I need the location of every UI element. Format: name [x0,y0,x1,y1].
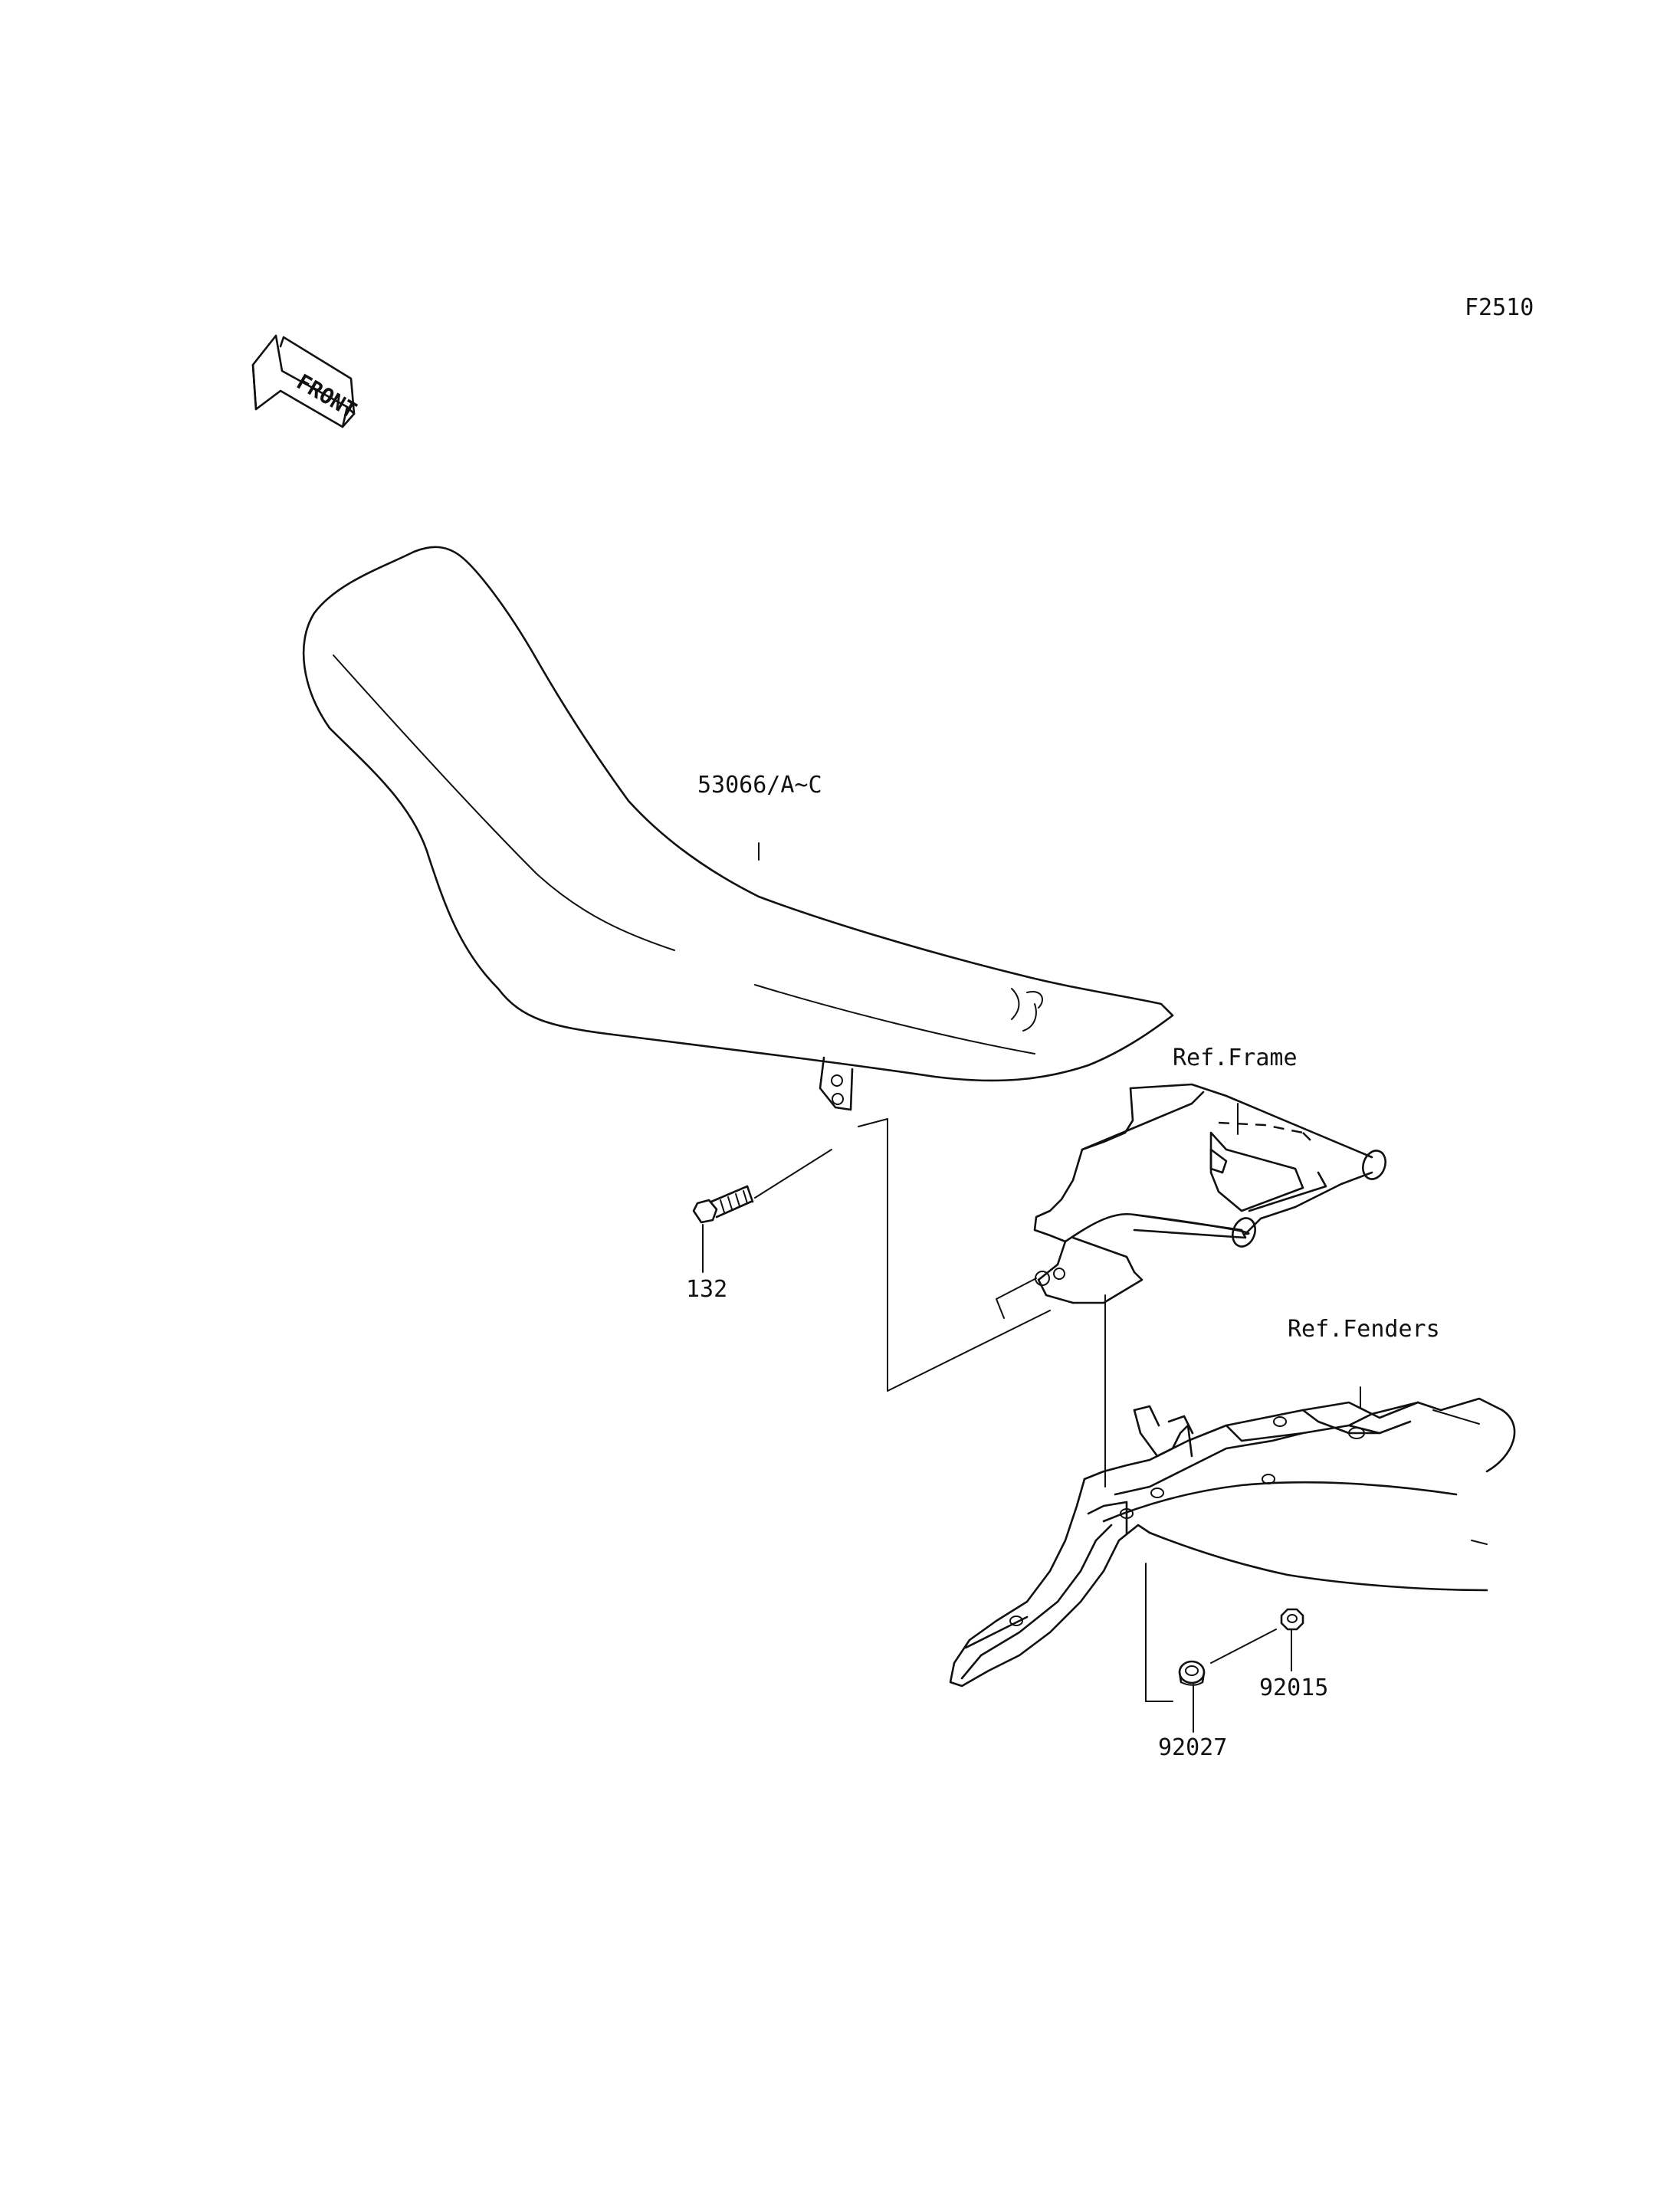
diagram-code: F2510 [1465,294,1534,321]
part-label-nut: 92015 [1259,1675,1329,1701]
front-arrow-icon: FRONT [251,334,362,428]
collar-icon [1178,1660,1206,1686]
fenders-drawing [949,1397,1516,1688]
part-label-frame: Ref.Frame [1173,1045,1298,1071]
seat-drawing [302,546,1174,1111]
leader-lines [702,842,1361,1733]
bolt-icon [692,1185,754,1224]
part-label-seat: 53066/A~C [697,772,822,799]
nut-icon [1280,1608,1304,1631]
front-arrow-label: FRONT [293,369,362,423]
part-label-bolt: 132 [686,1276,728,1303]
frame-drawing [996,1083,1386,1319]
part-label-collar: 92027 [1158,1734,1228,1761]
part-label-fenders: Ref.Fenders [1288,1316,1440,1343]
